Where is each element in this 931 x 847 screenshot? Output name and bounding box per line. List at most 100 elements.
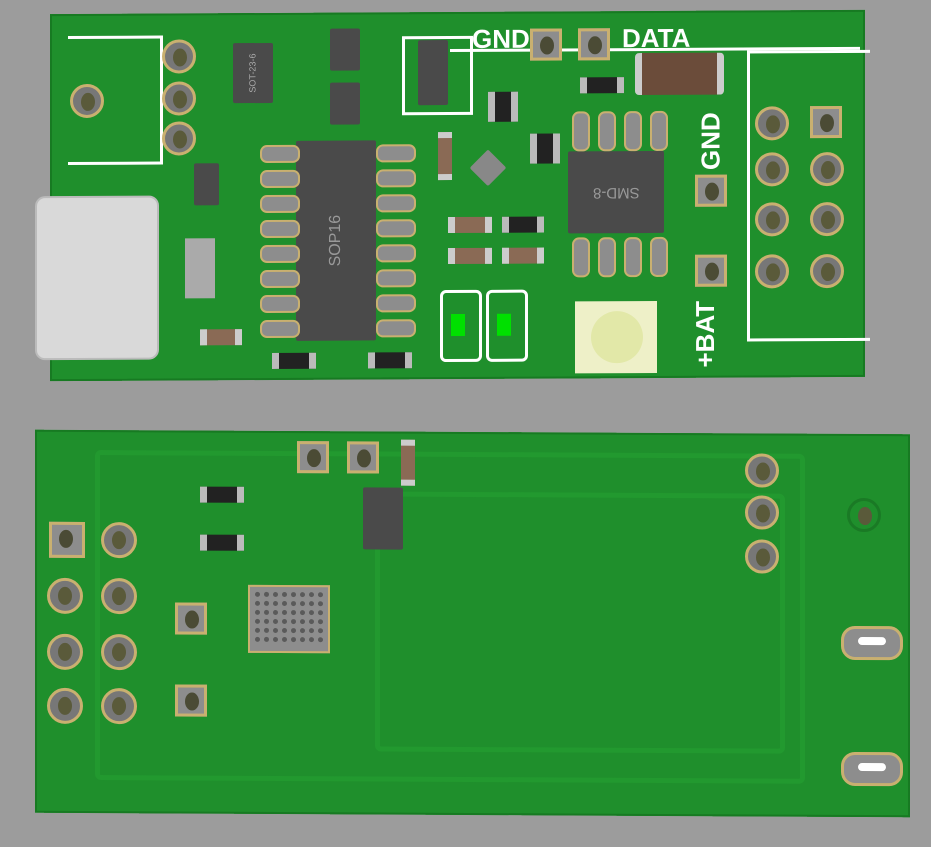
- sop16-marking: SOP16: [327, 214, 344, 267]
- header-pin: [755, 254, 789, 289]
- pad: [175, 602, 207, 635]
- bga-ball: [255, 636, 260, 642]
- status-led: [451, 313, 465, 337]
- crystal: [469, 149, 507, 187]
- ic-lead-pad: [376, 144, 416, 163]
- smd-8-chip: SMD-8: [568, 150, 664, 234]
- header-pin: [101, 634, 137, 671]
- bga-ball: [255, 600, 260, 606]
- ic-lead-pad: [376, 219, 416, 238]
- bga-ball: [318, 601, 323, 607]
- header-pin: [101, 522, 137, 559]
- capacitor: [200, 329, 242, 346]
- data-label: DATA: [622, 22, 691, 54]
- header-pin: [810, 201, 844, 237]
- header-pin: [810, 151, 844, 187]
- bga-ball: [282, 592, 287, 598]
- bga-ball: [300, 619, 305, 625]
- status-led: [497, 313, 511, 336]
- trace: [375, 491, 785, 754]
- bga-ball: [318, 637, 323, 643]
- bga-ball: [264, 591, 269, 597]
- bga-ball: [282, 628, 287, 634]
- usb-c-connector: [35, 195, 159, 361]
- ic-lead-pad: [572, 111, 590, 152]
- resistor: [530, 133, 560, 164]
- bga-ball: [255, 618, 260, 624]
- bga-ball: [273, 636, 278, 642]
- small-ic: [194, 163, 219, 206]
- pcb-top-side: SOT-23-6 SOP16 SMD-8 GND DATA GND +BAT: [35, 9, 870, 382]
- ic-lead-pad: [260, 294, 300, 314]
- capacitor: [448, 216, 492, 234]
- bga-ball: [273, 627, 278, 633]
- header-pin: [810, 253, 844, 289]
- pad: [347, 441, 379, 474]
- ic-lead-pad: [376, 294, 416, 313]
- bga-ball: [309, 628, 314, 634]
- bga-ball: [318, 619, 323, 625]
- ic-lead-pad: [598, 111, 616, 152]
- through-hole-pad: [745, 495, 779, 530]
- bga-ball: [318, 628, 323, 634]
- sot-23-6-chip: SOT-23-6: [233, 42, 273, 104]
- resistor: [272, 352, 316, 369]
- header-pin: [101, 578, 137, 615]
- bga-ball: [318, 610, 323, 616]
- pad: [175, 684, 207, 717]
- bga-ball: [309, 592, 314, 598]
- bga-ball: [291, 628, 296, 634]
- ic-lead-pad: [376, 244, 416, 263]
- bga-ball: [264, 636, 269, 642]
- bga-ball: [255, 591, 260, 597]
- ic-lead-pad: [376, 194, 416, 213]
- ic-lead-pad: [572, 237, 590, 278]
- resistor: [200, 486, 244, 503]
- pcb-bottom-side: [35, 429, 910, 818]
- small-ic: [363, 487, 403, 550]
- resistor: [488, 91, 518, 122]
- bga-ball: [273, 618, 278, 624]
- bga-ball: [291, 601, 296, 607]
- capacitor: [502, 247, 544, 264]
- bga-ball: [282, 601, 287, 607]
- bga-ball: [282, 610, 287, 616]
- header-pin-1: [810, 105, 842, 139]
- header-outline: [747, 49, 870, 342]
- button-switch: [575, 300, 657, 374]
- small-ic: [330, 82, 360, 125]
- ic-lead-pad: [260, 269, 300, 289]
- bga-ball: [300, 637, 305, 643]
- small-ic: [330, 28, 360, 71]
- bga-ball: [291, 619, 296, 625]
- ic-lead-pad: [650, 236, 668, 277]
- bga-ball: [300, 610, 305, 616]
- resistor: [200, 534, 244, 551]
- resistor: [580, 77, 624, 94]
- bga-ball: [309, 601, 314, 607]
- bga-ball: [255, 627, 260, 633]
- through-hole-pad: [162, 39, 196, 74]
- ic: [418, 40, 448, 106]
- header-pin: [755, 106, 789, 141]
- ic-lead-pad: [260, 219, 300, 239]
- bga-ball: [309, 637, 314, 643]
- through-hole-pad: [745, 453, 779, 488]
- header-pin: [47, 577, 83, 614]
- bga-ball: [273, 600, 278, 606]
- header-pin: [47, 633, 83, 670]
- resistor: [502, 216, 544, 233]
- bga-ball: [300, 628, 305, 634]
- header-pin: [755, 202, 789, 237]
- bga-ball: [264, 618, 269, 624]
- ic-lead-pad: [376, 269, 416, 288]
- tantalum-capacitor: [635, 52, 724, 96]
- bga-ball: [300, 601, 305, 607]
- gnd-label: GND: [472, 23, 530, 54]
- ic-lead-pad: [260, 194, 300, 214]
- header-pin: [47, 687, 83, 724]
- through-hole-pad: [745, 539, 779, 574]
- bga-footprint: [248, 584, 330, 654]
- slot-pad: [841, 751, 903, 787]
- ic-lead-pad: [260, 244, 300, 264]
